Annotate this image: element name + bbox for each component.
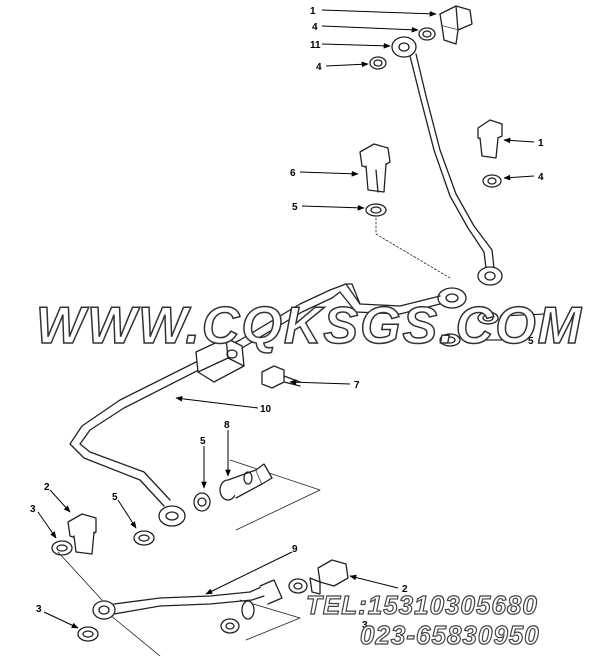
callout-3-left: 3: [30, 504, 36, 515]
sealing-washer-top: [418, 27, 436, 41]
lower-tube: [92, 579, 283, 620]
leader-6: [299, 170, 359, 177]
leader-3-left: [37, 511, 57, 539]
leader-9: [205, 551, 293, 595]
callout-11: 11: [310, 40, 321, 51]
callout-5-lower-b: 5: [112, 492, 118, 503]
leader-3-bottom: [43, 611, 79, 629]
callout-2-bottom: 2: [402, 584, 408, 595]
leader-1-top: [321, 9, 437, 17]
callout-4-top: 4: [312, 22, 318, 33]
leader-4-upper: [325, 61, 369, 68]
banjo-eye-mid: [437, 287, 467, 309]
callout-10: 10: [260, 404, 272, 415]
callout-1-right: 1: [538, 138, 544, 149]
sealing-washer-top-lower: [369, 56, 387, 70]
callout-6: 6: [290, 168, 296, 179]
callout-4-upper: 4: [316, 62, 322, 73]
callout-8: 8: [224, 420, 230, 431]
tube-clamp: [195, 337, 245, 383]
banjo-eye-right: [477, 266, 503, 286]
banjo-bolt-6: [359, 143, 391, 193]
connector-8: [219, 463, 273, 501]
leader-4-top: [321, 25, 419, 33]
banjo-bolt-top: [439, 5, 473, 45]
callout-5-mid: 5: [528, 336, 534, 347]
callout-3-extra: 3: [362, 620, 368, 631]
sealing-washer-mid-5: [439, 333, 461, 347]
callout-1-top: 1: [310, 6, 316, 17]
sealing-washer-bottom-mid: [220, 618, 240, 634]
leader-10: [175, 395, 259, 409]
sealing-washer-left-3: [51, 540, 73, 556]
banjo-bolt-right: [477, 119, 503, 159]
leader-5-lower-b: [117, 499, 137, 529]
banjo-tube-upper: [391, 36, 495, 269]
clamp-bolt-7: [261, 365, 301, 389]
sealing-washer-right: [482, 174, 502, 188]
sealing-washer-5-top: [365, 203, 387, 217]
leader-2-left: [49, 489, 71, 513]
watermark-site: WWW.CQKSGS.COM: [35, 296, 583, 356]
sealing-washer-lower-5b: [133, 530, 155, 546]
leader-7: [289, 379, 351, 386]
leader-2-bottom: [349, 574, 399, 589]
leader-5-top: [301, 204, 365, 211]
banjo-eye-lower: [158, 505, 186, 527]
leader-4-right: [503, 174, 535, 181]
callout-7: 7: [354, 380, 360, 391]
sealing-washer-bottom-3: [77, 626, 99, 642]
callout-3-bottom: 3: [36, 604, 42, 615]
watermark-phone: 023-65830950: [359, 619, 540, 650]
callout-5-top: 5: [292, 202, 298, 213]
sealing-washer-mid-4: [477, 311, 499, 325]
banjo-bolt-left: [67, 513, 97, 555]
leader-11: [321, 43, 391, 49]
callout-5-lower-a: 5: [200, 436, 206, 447]
callout-9: 9: [292, 544, 298, 555]
callout-4-mid: 4: [550, 310, 556, 321]
banjo-bolt-bottom-right: [309, 559, 349, 595]
sealing-washer-lower-5a: [193, 492, 211, 512]
watermark-tel: TEL:15310305680: [305, 589, 538, 620]
callout-4-right: 4: [538, 172, 544, 183]
leader-4-mid: [499, 312, 547, 319]
leader-1-right: [503, 137, 535, 144]
sealing-washer-bottom-right: [288, 578, 308, 594]
callout-2-left: 2: [44, 482, 50, 493]
